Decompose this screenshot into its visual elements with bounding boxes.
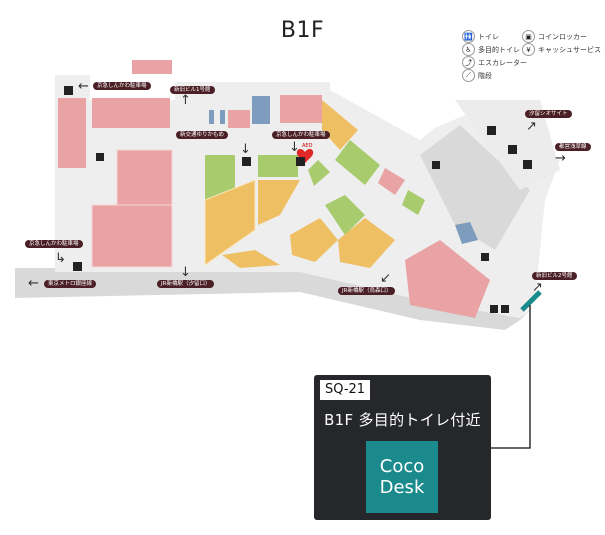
- exit-arrow: ↙: [380, 271, 391, 286]
- accessible-toilet-icon: ♿: [462, 43, 475, 56]
- exit-arrow: ↑: [180, 93, 191, 108]
- exit-label-tokyo-metro-ginza[interactable]: 東京メトロ銀座線: [44, 280, 97, 288]
- shop-green-4: [335, 140, 380, 185]
- shop-pink-5: [378, 168, 405, 195]
- exit-arrow: ↳: [55, 251, 66, 266]
- shop-west-2: [92, 98, 170, 128]
- cocodesk-logo-line1: Coco: [379, 456, 425, 477]
- aed-heart-icon: [296, 149, 314, 163]
- exit-label-keikyu-parking-nw[interactable]: 京急しんかわ駐車場: [93, 82, 151, 90]
- cocodesk-logo-line2: Desk: [379, 477, 425, 498]
- cocodesk-logo: Coco Desk: [366, 441, 438, 513]
- accessible-toilet-icon: [490, 305, 498, 313]
- exit-arrow: ↓: [180, 265, 191, 280]
- facility-blue-3: [252, 96, 270, 124]
- escalator-icon: ⤴: [462, 56, 475, 69]
- shop-top-floating: [132, 60, 172, 74]
- cocodesk-marker: [520, 290, 542, 312]
- facility-block-east: [420, 125, 530, 250]
- exit-arrow: ↗: [532, 280, 543, 295]
- booth-code: SQ-21: [320, 380, 371, 400]
- aed-label: AED: [302, 143, 313, 149]
- shop-n-1: [228, 110, 250, 128]
- stairs-icon: [73, 262, 82, 271]
- exit-arrow: ↓: [289, 140, 300, 155]
- shop-orange-3: [322, 100, 358, 150]
- corridor-bottom: [15, 268, 535, 330]
- escalator-icon: [523, 160, 532, 169]
- shop-orange-6: [222, 250, 280, 268]
- shop-orange-1: [204, 179, 256, 266]
- stairs-icon: ⟋: [462, 69, 475, 82]
- exit-arrow: ↗: [526, 119, 537, 134]
- facility-blue-se: [455, 222, 478, 244]
- shop-green-2: [258, 155, 298, 177]
- shop-west-3: [116, 149, 173, 211]
- legend-coin-locker: ▣コインロッカー: [522, 30, 587, 43]
- shop-orange-5: [338, 218, 395, 268]
- cocodesk-location-callout: SQ-21 B1F 多目的トイレ付近 Coco Desk: [314, 375, 491, 520]
- exit-arrow: ←: [28, 276, 39, 291]
- exit-arrow: →: [555, 151, 566, 166]
- facility-blue-1: [209, 110, 214, 124]
- stairs-icon: [508, 145, 517, 154]
- toilet-icon: [96, 153, 104, 161]
- shop-green-3: [308, 160, 330, 186]
- shop-pink-se: [405, 240, 490, 318]
- exit-label-building-2[interactable]: 新旧ビル2号館: [532, 272, 577, 280]
- shop-orange-2: [258, 180, 300, 225]
- exit-label-jr-karasumori-exit[interactable]: JR新橋駅（烏森口）: [338, 287, 396, 295]
- exit-arrow: ↓: [240, 142, 251, 157]
- escalator-icon: [487, 126, 496, 135]
- exit-label-keikyu-parking-sw[interactable]: 京急しんかわ駐車場: [25, 240, 83, 248]
- stairs-icon: [296, 157, 305, 166]
- legend-cash-service: ¥キャッシュサービス: [522, 43, 601, 56]
- escalator-icon: [242, 157, 251, 166]
- shop-west-1: [58, 98, 86, 168]
- exit-label-building-1[interactable]: 新旧ビル1号館: [170, 86, 215, 94]
- wedge-east: [455, 100, 560, 190]
- exit-label-yurikamome[interactable]: 新交通ゆりかもめ: [176, 131, 229, 139]
- exit-arrow: ←: [78, 79, 89, 94]
- shop-west-4: [91, 204, 173, 268]
- floor-title: B1F: [280, 18, 325, 43]
- facility-blue-2: [220, 110, 225, 124]
- booth-location: B1F 多目的トイレ付近: [324, 411, 481, 429]
- coin-locker-icon: [481, 253, 489, 261]
- legend-toilet: 🚻トイレ: [462, 30, 499, 43]
- legend-stairs: ⟋階段: [462, 69, 492, 82]
- shop-green-5: [402, 190, 425, 215]
- toilet-icon: [501, 305, 509, 313]
- coin-locker-icon: [432, 161, 440, 169]
- legend-accessible-toilet: ♿多目的トイレ: [462, 43, 520, 56]
- stairs-icon: [64, 86, 73, 95]
- exit-label-toei-asakusa[interactable]: 都営浅草線: [555, 143, 591, 151]
- shop-orange-4: [290, 218, 338, 262]
- exit-label-keikyu-parking-center[interactable]: 京急しんかわ駐車場: [272, 131, 330, 139]
- shop-n-2: [280, 95, 322, 123]
- toilet-icon: 🚻: [462, 30, 475, 43]
- callout-connector: [491, 305, 531, 449]
- coin-locker-icon: ▣: [522, 30, 535, 43]
- exit-label-jr-shiodome-exit[interactable]: JR新橋駅（汐留口）: [157, 280, 215, 288]
- shop-green-6: [325, 195, 365, 235]
- legend-escalator: ⤴エスカレーター: [462, 56, 527, 69]
- exit-label-shiodome[interactable]: 汐留シオサイト: [525, 110, 572, 118]
- cashing-service-icon: ¥: [522, 43, 535, 56]
